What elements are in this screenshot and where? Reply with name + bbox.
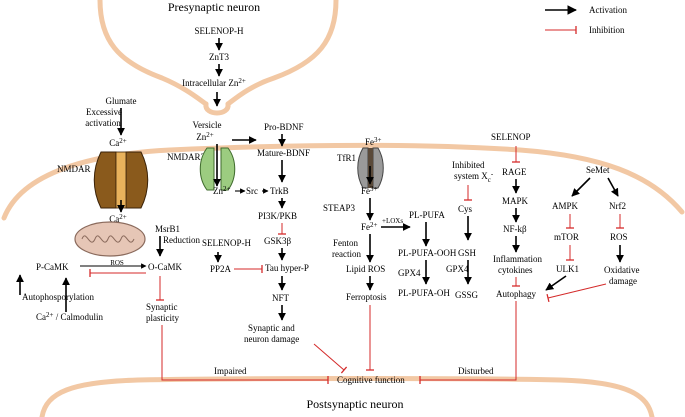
ulk1: ULK1 [556, 264, 579, 274]
inhibit-plasticity-cognition [161, 325, 329, 384]
ca-calmodulin: Ca2+ / Calmodulin [36, 311, 103, 322]
selenop-right: SELENOP [491, 132, 531, 142]
nmdar-channel-icon [93, 151, 149, 209]
ros-right: ROS [610, 232, 628, 242]
selenop-h-top: SELENOP-H [195, 26, 244, 36]
nfkb: NF-kβ [503, 224, 527, 234]
tau: Tau hyper-P [265, 263, 309, 273]
synaptic-damage-1: Synaptic and [248, 323, 295, 333]
inflam-1: Inflammation [493, 254, 542, 264]
postsynaptic-title: Postsynaptic neuron [307, 397, 404, 411]
znt3: ZnT3 [209, 52, 229, 62]
legend-inhibition-label: Inhibition [589, 25, 625, 35]
inhibited-1: Inhibited [452, 160, 485, 170]
pp2a: PP2A [210, 264, 232, 274]
mitochondrion-icon [74, 221, 146, 257]
nmdar2a-label: NMDAR2A [167, 152, 212, 162]
pl-pufa: PL-PUFA [409, 210, 445, 220]
activation-word: activation [85, 118, 121, 128]
gsh: GSH [458, 248, 477, 258]
mapk: MAPK [502, 196, 529, 206]
postsynaptic-membrane [1, 142, 685, 221]
fe2: Fe2+ [361, 221, 378, 232]
inhibited-2: system Xc- [454, 170, 494, 184]
nft: NFT [272, 293, 290, 303]
glumate: Glumate [106, 96, 137, 106]
gpx4-a: GPX4 [398, 268, 421, 278]
ca-mid: Ca2+ [109, 213, 127, 224]
mtor: mTOR [554, 232, 579, 242]
postsynaptic-membrane-lower [39, 376, 655, 417]
reduction: Reduction [163, 235, 200, 245]
arrow-semet-nrf2 [607, 177, 619, 197]
nrf2: Nrf2 [609, 201, 626, 211]
msrb1: MsrB1 [155, 224, 180, 234]
ros-small: ROS [110, 259, 124, 267]
lipid-ros: Lipid ROS [346, 264, 385, 274]
mature-bdnf: Mature-BDNF [257, 148, 310, 158]
ferroptosis: Ferroptosis [346, 292, 387, 302]
arrow-ulk1-autophagy [545, 275, 567, 291]
loxs: +LOXs [382, 217, 403, 225]
trkb: TrkB [270, 186, 289, 196]
versicle: Versicle [193, 120, 222, 130]
o-camk: O-CaMK [148, 262, 182, 272]
semet: SeMet [586, 165, 610, 175]
zn-post: Zn2+ [213, 185, 231, 196]
oxidative-1: Oxidative [604, 265, 640, 275]
ampk: AMPK [552, 201, 579, 211]
fenton-1: Fenton [333, 238, 359, 248]
synaptic-plasticity-1: Synaptic [146, 302, 178, 312]
presynaptic-membrane [97, 0, 339, 107]
pro-bdnf: Pro-BDNF [264, 122, 304, 132]
oxidative-2: damage [609, 276, 637, 286]
intracellular-zn: Intracellular Zn2+ [182, 77, 246, 88]
p-camk: P-CaMK [36, 262, 69, 272]
rage: RAGE [502, 167, 527, 177]
fe-top: Fe3+ [365, 136, 382, 147]
impaired: Impaired [214, 366, 247, 376]
ca-top: Ca2+ [109, 137, 127, 148]
src: Src [246, 186, 258, 196]
gsk3b: GSK3β [264, 236, 292, 246]
gpx4-b: GPX4 [446, 264, 469, 274]
cognitive-function: Cognitive function [337, 375, 405, 385]
synaptic-plasticity-2: plasticity [146, 313, 179, 323]
disturbed: Disturbed [458, 366, 494, 376]
fenton-2: reaction [332, 249, 361, 259]
fe3: Fe3+ [361, 185, 378, 196]
legend-activation-label: Activation [589, 5, 627, 15]
steap3: STEAP3 [323, 203, 356, 213]
gssg: GSSG [455, 290, 479, 300]
autophos: Autophosporylation [22, 292, 94, 302]
pl-pufa-oh: PL-PUFA-OH [398, 288, 450, 298]
tfr1-label: TfR1 [337, 153, 356, 163]
presynaptic-title: Presynaptic neuron [168, 0, 260, 14]
synaptic-damage-2: neuron damage [244, 334, 299, 344]
excessive: Excessive [86, 107, 122, 117]
nmdar-label: NMDAR [57, 164, 91, 174]
pi3k: PI3K/PKB [258, 211, 297, 221]
inflam-2: cytokines [498, 265, 533, 275]
autophagy: Autophagy [496, 289, 536, 299]
inhibit-oxidative-autophagy [546, 283, 607, 303]
selenop-h-mid: SELENOP-H [202, 238, 251, 248]
vesicle-membrane [203, 101, 231, 116]
pl-pufa-ooh: PL-PUFA-OOH [398, 248, 457, 258]
nmdar2a-channel-icon [199, 147, 236, 191]
inhibit-autophagy-cognition [419, 301, 517, 384]
arrow-semet-ampk [571, 177, 591, 197]
inhibit-damage-cognition [313, 343, 348, 374]
zn-vesicle: Zn2+ [196, 131, 214, 142]
cys: Cys [458, 204, 473, 214]
